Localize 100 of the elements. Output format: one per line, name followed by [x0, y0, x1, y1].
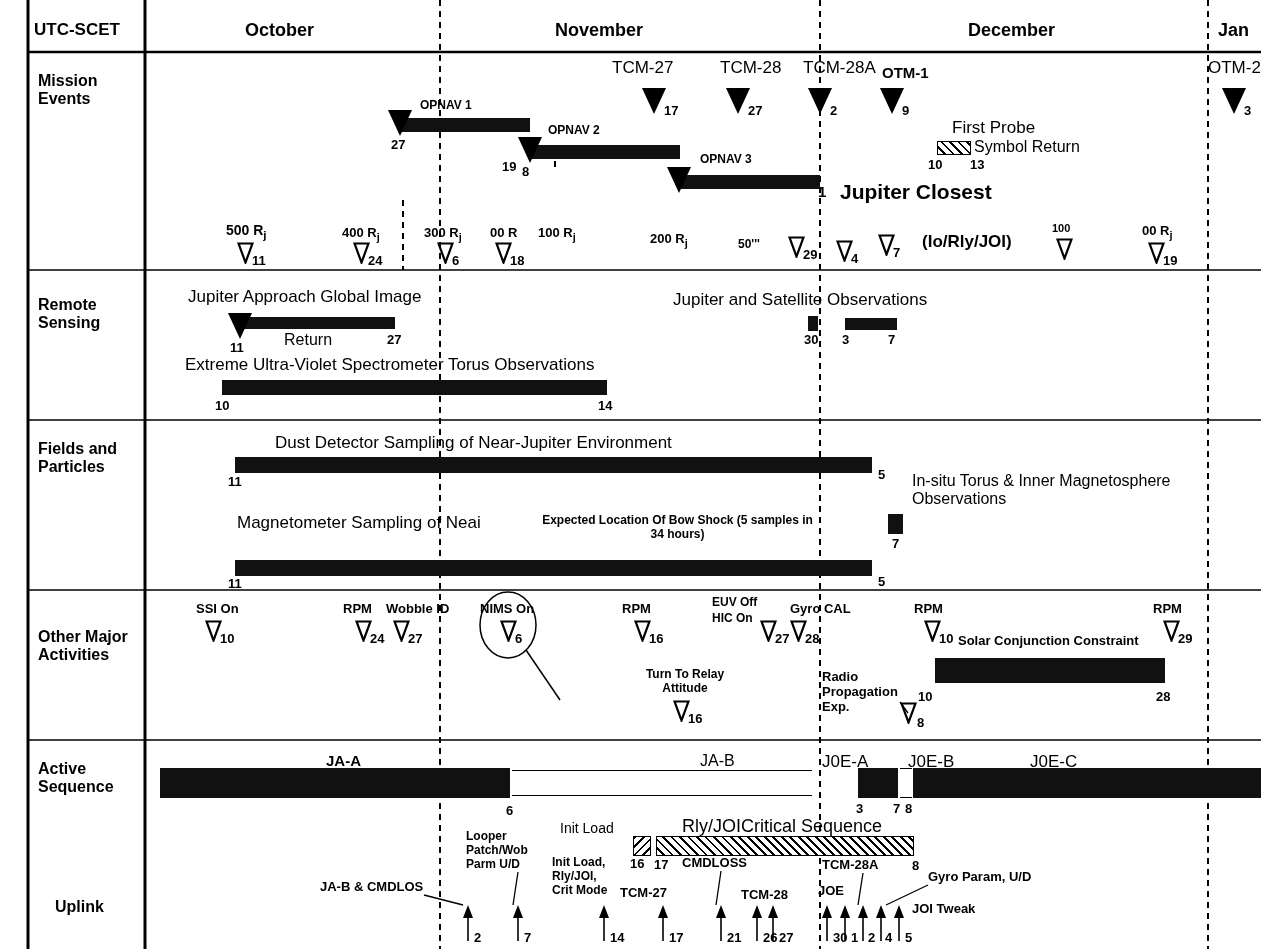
date-label: 4: [885, 931, 893, 946]
bar-label: J0E-B: [908, 752, 955, 772]
label-text: 100 R$_{j}$: [538, 226, 576, 244]
label-text: Init Load, Rly/JOI, Crit Mode: [552, 856, 609, 898]
date-label: 16: [649, 632, 664, 647]
bar-label: OPNAV 3: [700, 153, 752, 167]
label-text: Gyro CAL: [790, 602, 851, 617]
label-text: Turn To Relay Attitude: [644, 668, 726, 696]
date-label: 24: [368, 254, 383, 269]
label-text: 200 R$_{j}$: [650, 232, 688, 250]
date-label: 26: [763, 931, 778, 946]
annotation-text: JA-B & CMDLOS: [320, 880, 424, 895]
date-label: 21: [727, 931, 742, 946]
date-label: 11: [230, 341, 244, 356]
date-label: 30: [804, 333, 819, 348]
label-text: Other Major Activities: [38, 628, 129, 665]
date-label: 11: [228, 577, 242, 592]
annotation-text: TCM-28A: [822, 858, 879, 873]
label-text: RPM: [914, 602, 943, 617]
date-label: 2: [830, 104, 838, 119]
date-label: 27: [779, 931, 794, 946]
date-label: 27: [408, 632, 423, 647]
label-text: Remote Sensing: [38, 296, 102, 333]
date-label: 3: [1244, 104, 1252, 119]
bar-label: Init Load: [560, 820, 614, 837]
leader-line: [885, 884, 929, 906]
bar-label: Solar Conjunction Constraint: [958, 634, 1139, 649]
label-text: TCM-27: [612, 58, 674, 78]
label-text: OTM-1: [882, 64, 929, 82]
bar-label: Jupiter Approach Global Image: [188, 287, 422, 307]
label-text: EUV Off: [712, 596, 758, 610]
bar-label: OPNAV 2: [548, 124, 600, 138]
date-label: 10: [215, 399, 230, 414]
date-label: 5: [905, 931, 913, 946]
date-label: 14: [598, 399, 613, 414]
leader-line: [857, 872, 864, 906]
date-label: 7: [892, 537, 900, 552]
label-text: SSI On: [196, 602, 239, 617]
bar-label: In-situ Torus & Inner Magnetosphere Observations: [912, 472, 1172, 509]
label-text: HIC On: [712, 612, 753, 626]
leader-line: [423, 894, 464, 906]
date-label: 29: [803, 248, 818, 263]
date-label: 7: [524, 931, 532, 946]
date-label: 27: [391, 138, 406, 153]
date-label: 30: [833, 931, 848, 946]
label-text: (Io/Rly/JOI): [922, 232, 1012, 252]
date-label: 6: [452, 254, 460, 269]
date-label: 8: [917, 716, 925, 731]
date-label: 19: [1163, 254, 1178, 269]
date-label: 2: [868, 931, 876, 946]
date-label: 10: [939, 632, 954, 647]
label-text: UTC-SCET: [34, 20, 120, 40]
date-label: 8: [905, 802, 913, 817]
date-label: 28: [805, 632, 820, 647]
date-label: 10: [918, 690, 933, 705]
label-text: JOI Tweak: [912, 902, 976, 917]
bar-label: J0E-A: [822, 752, 869, 772]
label-text: October: [245, 20, 314, 41]
label-text: Jan: [1218, 20, 1250, 41]
label-text: Uplink: [55, 898, 104, 917]
label-text: Wobble ID: [386, 602, 450, 617]
date-label: 10: [928, 158, 943, 173]
leader-line: [512, 871, 519, 906]
label-text: Return: [284, 331, 333, 350]
date-label: 14: [610, 931, 625, 946]
label-text: OTM-2: [1208, 58, 1261, 78]
bar-label: OPNAV 1: [420, 99, 472, 113]
date-label: 17: [664, 104, 679, 119]
date-label: 9: [902, 104, 910, 119]
bar-label: Rly/JOICritical Sequence: [682, 816, 883, 837]
label-text: Expected Location Of Bow Shock (5 samples in 34 hours): [541, 514, 814, 542]
annotation-text: Looper Patch/Wob Parm U/D: [466, 830, 529, 872]
label-text: 19: [502, 160, 517, 175]
label-text: 50''': [738, 238, 760, 252]
label-text: 400 R$_{j}$: [342, 226, 380, 244]
date-label: 8: [522, 165, 530, 180]
label-text: JOE: [818, 884, 844, 899]
date-label: 5: [878, 575, 886, 590]
date-label: 27: [748, 104, 763, 119]
date-label: 10: [220, 632, 235, 647]
label-text: TCM-27: [620, 886, 667, 901]
date-label: 17: [654, 858, 669, 873]
date-label: 16: [630, 857, 645, 872]
date-label: 5: [878, 468, 886, 483]
label-text: Mission Events: [38, 72, 99, 109]
date-label: 3: [842, 333, 850, 348]
date-label: 3: [856, 802, 864, 817]
date-label: 17: [669, 931, 684, 946]
bar-label: First Probe: [952, 118, 1036, 138]
date-label: 2: [474, 931, 482, 946]
label-text: November: [555, 20, 644, 41]
label-text: RPM: [622, 602, 651, 617]
date-label: 6: [506, 804, 514, 819]
date-label: 8: [912, 859, 920, 874]
date-label: 28: [1156, 690, 1171, 705]
bar-label: Jupiter and Satellite Observations: [673, 290, 928, 310]
label-text: December: [968, 20, 1056, 41]
date-label: 7: [893, 246, 901, 261]
bar-label: Extreme Ultra-Violet Spectrometer Torus Observations: [185, 355, 595, 375]
date-label: 7: [893, 802, 901, 817]
